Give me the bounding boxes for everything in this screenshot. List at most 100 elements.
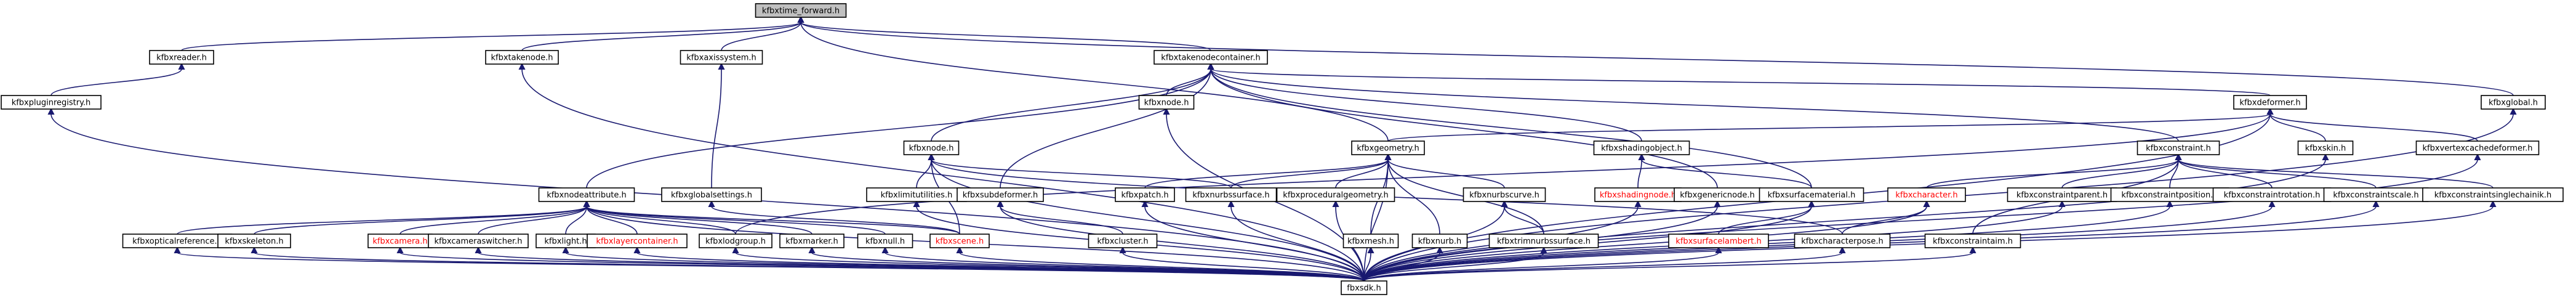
edge-kfbxconstraintaim-kfbxsdk xyxy=(1363,246,1976,282)
node-box xyxy=(661,187,762,202)
edge-kfbxgeometry-kfbxnurbssurface xyxy=(1230,153,1392,189)
graph-node-kfbxsubdeformer[interactable]: kfbxsubdeformer.h xyxy=(957,187,1044,202)
node-label: kfbxgenericnode.h xyxy=(1680,191,1754,200)
node-label: kfbxtrimnurbssurface.h xyxy=(1497,237,1591,246)
edge-kfbxdeformer-kfbxgeometry xyxy=(1387,107,2274,142)
edge-kfbxsurfacelambert-kfbxsdk xyxy=(1363,246,1722,282)
node-box xyxy=(149,50,214,65)
graph-node-kfbxtrimnurbssurface[interactable]: kfbxtrimnurbssurface.h xyxy=(1488,234,1599,248)
edge-kfbxconstraint-kfbxconstraintparent xyxy=(2061,153,2182,189)
graph-node-kfbxlimitutilities[interactable]: kfbxlimitutilities.h xyxy=(866,187,967,202)
edge-kfbxgeometry-kfbxnurb xyxy=(1384,153,1440,235)
graph-node-kfbxconstraintsinglechainik[interactable]: kfbxconstraintsinglechainik.h xyxy=(2422,187,2564,202)
edge-kfbxconstraint-kfbxconstraintrotation xyxy=(2175,153,2273,189)
graph-node-kfbxconstraintrotation[interactable]: kfbxconstraintrotation.h xyxy=(2212,187,2332,202)
graph-node-kfbxmesh[interactable]: kfbxmesh.h xyxy=(1342,234,1399,248)
graph-node-kfbxaxissystem[interactable]: kfbxaxissystem.h xyxy=(680,50,763,65)
edge-kfbxsubdeformer-kfbxcluster xyxy=(997,200,1123,235)
edge-kfbxnodeattribute-kfbxopticalreference xyxy=(177,200,590,235)
node-label: kfbxcameraswitcher.h xyxy=(435,237,523,246)
graph-node-kfbxnull[interactable]: kfbxnull.h xyxy=(857,234,913,248)
graph-node-kfbxgeometry[interactable]: kfbxgeometry.h xyxy=(1351,140,1425,155)
edge-kfbxnode-kfbxlimitutilities xyxy=(916,153,935,189)
graph-node-kfbxopticalreference[interactable]: kfbxopticalreference.h xyxy=(122,234,233,248)
graph-node-kfbxskeleton[interactable]: kfbxskeleton.h xyxy=(217,234,291,248)
node-box xyxy=(929,234,990,248)
graph-node-kfbxscene[interactable]: kfbxscene.h xyxy=(929,234,990,248)
edge-kfbxtakenodecontainer-kfbxnodeattribute xyxy=(586,62,1214,189)
graph-node-kfbxcharacterpose[interactable]: kfbxcharacterpose.h xyxy=(1794,234,1891,248)
edge-kfbxtakenodecontainer-kfbxgenericnode xyxy=(1207,62,1718,189)
graph-node-kfbxlight[interactable]: kfbxlight.h xyxy=(536,234,596,248)
graph-node-kfbxnurbssurface[interactable]: kfbxnurbssurface.h xyxy=(1185,187,1277,202)
edge-kfbxconstraint-kfbxconstraintscale xyxy=(2175,153,2377,189)
graph-node-kfbxdeformer[interactable]: kfbxdeformer.h xyxy=(2233,95,2307,110)
graph-node-kfbxglobalsettings[interactable]: kfbxglobalsettings.h xyxy=(661,187,762,202)
node-box xyxy=(1138,95,1195,110)
graph-node-kfbxtakenode[interactable]: kfbxtakenode.h xyxy=(485,50,559,65)
graph-node-kfbxsurfacematerial[interactable]: kfbxsurfacematerial.h xyxy=(1759,187,1864,202)
node-box xyxy=(1185,187,1277,202)
edge-kfbxmesh-kfbxsdk xyxy=(1363,246,1374,282)
graph-node-kfbxpatch[interactable]: kfbxpatch.h xyxy=(1115,187,1175,202)
graph-node-kfbxnurbscurve[interactable]: kfbxnurbscurve.h xyxy=(1463,187,1546,202)
graph-node-kfbxconstraint[interactable]: kfbxconstraint.h xyxy=(2137,140,2220,155)
graph-node-kfbxcluster[interactable]: kfbxcluster.h xyxy=(1088,234,1158,248)
edge-kfbxtakenodecontainer-kfbxdeformer xyxy=(1207,62,2271,96)
graph-node-kfbxglobal[interactable]: kfbxglobal.h xyxy=(2481,95,2546,110)
graph-node-kfbxlayercontainer[interactable]: kfbxlayercontainer.h xyxy=(587,234,688,248)
edge-kfbxgeometry-kfbxnurbscurve xyxy=(1384,153,1505,189)
graph-node-kfbxvertexcachedeformer[interactable]: kfbxvertexcachedeformer.h xyxy=(2415,140,2540,155)
edge-kfbxtakenode-kfbxsdk xyxy=(518,62,1365,282)
graph-node-kfbxnodes[interactable]: kfbxnode.h xyxy=(1138,95,1195,110)
node-label: kfbxpluginregistry.h xyxy=(12,99,91,108)
graph-node-kfbxskin[interactable]: kfbxskin.h xyxy=(2297,140,2354,155)
edge-kfbxnodeattribute-kfbxscene xyxy=(583,200,960,235)
edge-kfbxcharacter-kfbxsdk xyxy=(1363,200,1930,282)
edge-kfbxtime_forward-kfbxreader xyxy=(181,15,804,51)
node-label: kfbxproceduralgeometry.h xyxy=(1283,191,1388,200)
edge-kfbxnodeattribute-kfbxskeleton xyxy=(254,200,590,235)
edge-kfbxtakenodecontainer-kfbxsubdeformer xyxy=(1000,62,1214,189)
edge-kfbxcameraswitcher-kfbxsdk xyxy=(475,246,1365,282)
graph-node-kfbxshadingnode[interactable]: kfbxshadingnode.h xyxy=(1594,187,1682,202)
node-box xyxy=(2481,95,2546,110)
graph-node-kfbxtakenodecontainer[interactable]: kfbxtakenodecontainer.h xyxy=(1154,50,1268,65)
edge-kfbxshadingobject-kfbxsurfacematerial xyxy=(1638,153,1812,189)
graph-node-kfbxtime_forward[interactable]: kfbxtime_forward.h xyxy=(755,3,847,18)
graph-node-kfbxnodeattribute[interactable]: kfbxnodeattribute.h xyxy=(538,187,635,202)
graph-node-kfbxsdk[interactable]: fbxsdk.h xyxy=(1341,280,1387,295)
graph-node-kfbxconstraintposition[interactable]: kfbxconstraintposition.h xyxy=(2110,187,2229,202)
edge-kfbxnodeattribute-kfbxlodgroup xyxy=(583,200,736,235)
graph-node-kfbxcamera[interactable]: kfbxcamera.h xyxy=(367,234,433,248)
node-label: kfbxconstraintscale.h xyxy=(2333,191,2418,200)
graph-node-kfbxgenericnode[interactable]: kfbxgenericnode.h xyxy=(1674,187,1761,202)
graph-node-kfbxproceduralgeometry[interactable]: kfbxproceduralgeometry.h xyxy=(1276,187,1395,202)
node-label: kfbxnodeattribute.h xyxy=(547,191,627,200)
graph-node-kfbxreader[interactable]: kfbxreader.h xyxy=(149,50,214,65)
edge-kfbxskin-kfbxsdk xyxy=(1363,153,2329,282)
graph-node-kfbxplugin[interactable]: kfbxpluginregistry.h xyxy=(1,95,102,110)
graph-node-kfbxconstraintscale[interactable]: kfbxconstraintscale.h xyxy=(2323,187,2429,202)
node-box xyxy=(2137,140,2220,155)
graph-node-kfbxcameraswitcher[interactable]: kfbxcameraswitcher.h xyxy=(428,234,529,248)
edge-kfbxpatch-kfbxsdk xyxy=(1141,200,1365,282)
node-label: fbxsdk.h xyxy=(1347,284,1381,293)
graph-node-kfbxmarker[interactable]: kfbxmarker.h xyxy=(779,234,845,248)
node-label: kfbxtime_forward.h xyxy=(762,7,840,16)
graph-node-kfbxsurfacelambert[interactable]: kfbxsurfacelambert.h xyxy=(1668,234,1769,248)
node-box xyxy=(680,50,763,65)
graph-node-kfbxshadingobject[interactable]: kfbxshadingobject.h xyxy=(1593,140,1690,155)
node-label: kfbxconstraintparent.h xyxy=(2016,191,2108,200)
edge-kfbxskeleton-kfbxsdk xyxy=(251,246,1365,282)
graph-node-kfbxlodgroup[interactable]: kfbxlodgroup.h xyxy=(699,234,772,248)
node-label: kfbxconstraintsinglechainik.h xyxy=(2434,191,2552,200)
node-label: kfbxpatch.h xyxy=(1121,191,1168,200)
graph-node-kfbxnode[interactable]: kfbxnode.h xyxy=(903,140,960,155)
graph-node-kfbxcharacter[interactable]: kfbxcharacter.h xyxy=(1887,187,1966,202)
graph-node-kfbxconstraintaim[interactable]: kfbxconstraintaim.h xyxy=(1924,234,2021,248)
graph-node-kfbxconstraintparent[interactable]: kfbxconstraintparent.h xyxy=(2007,187,2117,202)
graph-node-kfbxnurb[interactable]: kfbxnurb.h xyxy=(1411,234,1468,248)
edge-kfbxconstraint-kfbxconstraintsinglechainik xyxy=(2175,153,2494,189)
edge-kfbxgeometry-kfbxproceduralgeometry xyxy=(1335,153,1392,189)
